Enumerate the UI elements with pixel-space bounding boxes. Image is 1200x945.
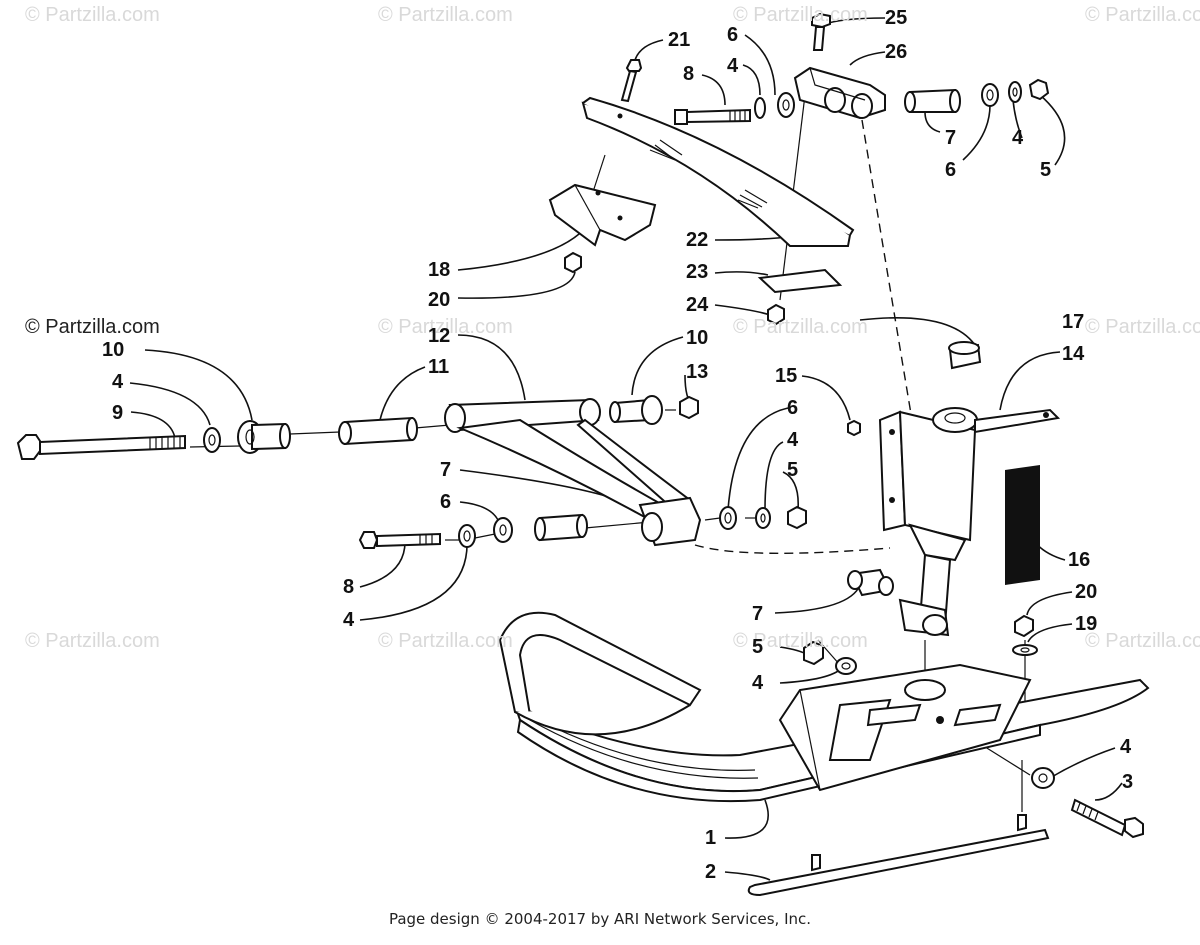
bolt-9	[16, 434, 186, 460]
nut-13	[679, 395, 699, 420]
watermark: © Partzilla.com	[378, 4, 513, 26]
callout-7[interactable]: 7	[752, 603, 764, 625]
callout-12[interactable]: 12	[428, 325, 451, 347]
watermark: © Partzilla.com	[1085, 316, 1200, 338]
nut-20-top	[564, 251, 582, 274]
aws-decal	[1005, 465, 1040, 585]
callout-8[interactable]: 8	[343, 576, 355, 598]
watermark: © Partzilla.com	[378, 630, 513, 652]
callout-7[interactable]: 7	[440, 459, 452, 481]
callout-5[interactable]: 5	[752, 636, 764, 658]
ski	[498, 611, 1150, 803]
wear-plate	[757, 268, 843, 294]
callout-1[interactable]: 1	[705, 827, 717, 849]
spring-bracket	[548, 183, 657, 247]
hardware-ski-left	[803, 640, 857, 675]
callout-6[interactable]: 6	[945, 159, 957, 181]
shock-absorber	[878, 407, 1061, 637]
callout-4[interactable]: 4	[343, 609, 355, 631]
callout-18[interactable]: 18	[428, 259, 451, 281]
bushing-7-middle	[534, 513, 588, 542]
callout-3[interactable]: 3	[1122, 771, 1134, 793]
watermark: © Partzilla.com	[733, 630, 868, 652]
grease-fitting-15	[847, 419, 861, 437]
callout-25[interactable]: 25	[885, 7, 908, 29]
spring-clamp	[793, 66, 886, 120]
watermark: © Partzilla.com	[733, 4, 868, 26]
callout-21[interactable]: 21	[668, 29, 691, 51]
callout-22[interactable]: 22	[686, 229, 709, 251]
wear-bar	[747, 814, 1050, 897]
washer-4-left	[203, 427, 221, 453]
bolt-8-lower	[358, 531, 441, 549]
callout-20[interactable]: 20	[1075, 581, 1098, 603]
spring-bar	[581, 96, 855, 247]
callout-2[interactable]: 2	[705, 861, 717, 883]
callout-4[interactable]: 4	[787, 429, 799, 451]
bolt-21	[620, 59, 643, 103]
hardware-arm-right	[719, 505, 807, 530]
washers-top	[754, 92, 795, 119]
callout-20[interactable]: 20	[428, 289, 451, 311]
sleeve-11	[338, 416, 418, 446]
watermark: © Partzilla.com	[378, 316, 513, 338]
callout-6[interactable]: 6	[787, 397, 799, 419]
callout-16[interactable]: 16	[1068, 549, 1091, 571]
callout-4[interactable]: 4	[1120, 736, 1132, 758]
flanged-bushing-10-left	[237, 420, 291, 454]
watermark: © Partzilla.com	[1085, 4, 1200, 26]
callout-24[interactable]: 24	[686, 294, 709, 316]
callout-6[interactable]: 6	[727, 24, 739, 46]
callout-4[interactable]: 4	[112, 371, 124, 393]
callout-9[interactable]: 9	[112, 402, 124, 424]
watermark: © Partzilla.com	[1085, 630, 1200, 652]
callout-13[interactable]: 13	[686, 361, 709, 383]
callout-19[interactable]: 19	[1075, 613, 1098, 635]
callout-4[interactable]: 4	[1012, 127, 1024, 149]
bushing-7-lower	[847, 568, 894, 597]
callout-5[interactable]: 5	[787, 459, 799, 481]
washers-lower-left	[458, 517, 513, 548]
watermark: © Partzilla.com	[25, 4, 160, 26]
callout-6[interactable]: 6	[440, 491, 452, 513]
callout-7[interactable]: 7	[945, 127, 957, 149]
watermark: © Partzilla.com	[25, 630, 160, 652]
a-arm	[444, 398, 702, 547]
callout-15[interactable]: 15	[775, 365, 798, 387]
watermark-dark: © Partzilla.com	[25, 316, 160, 338]
nut-24	[767, 303, 785, 326]
bushing-7-top	[904, 88, 961, 113]
bolt-25	[811, 12, 831, 51]
watermark: © Partzilla.com	[733, 316, 868, 338]
flanged-bushing-10-right	[609, 395, 663, 425]
hardware-ski-right	[1012, 614, 1038, 656]
callout-5[interactable]: 5	[1040, 159, 1052, 181]
callout-23[interactable]: 23	[686, 261, 709, 283]
callout-17[interactable]: 17	[1062, 311, 1085, 333]
footer-copyright: Page design © 2004-2017 by ARI Network S…	[388, 910, 812, 928]
callout-8[interactable]: 8	[683, 63, 695, 85]
bolt-8-top	[674, 108, 751, 125]
hardware-top-right	[981, 78, 1050, 107]
shock-cap-17	[948, 341, 982, 370]
callout-4[interactable]: 4	[752, 672, 764, 694]
callout-10[interactable]: 10	[102, 339, 125, 361]
callout-11[interactable]: 11	[428, 356, 450, 378]
hardware-ski-bottom	[1031, 767, 1144, 839]
callout-26[interactable]: 26	[885, 41, 908, 63]
callout-4[interactable]: 4	[727, 55, 739, 77]
callout-14[interactable]: 14	[1062, 343, 1085, 365]
callout-10[interactable]: 10	[686, 327, 709, 349]
